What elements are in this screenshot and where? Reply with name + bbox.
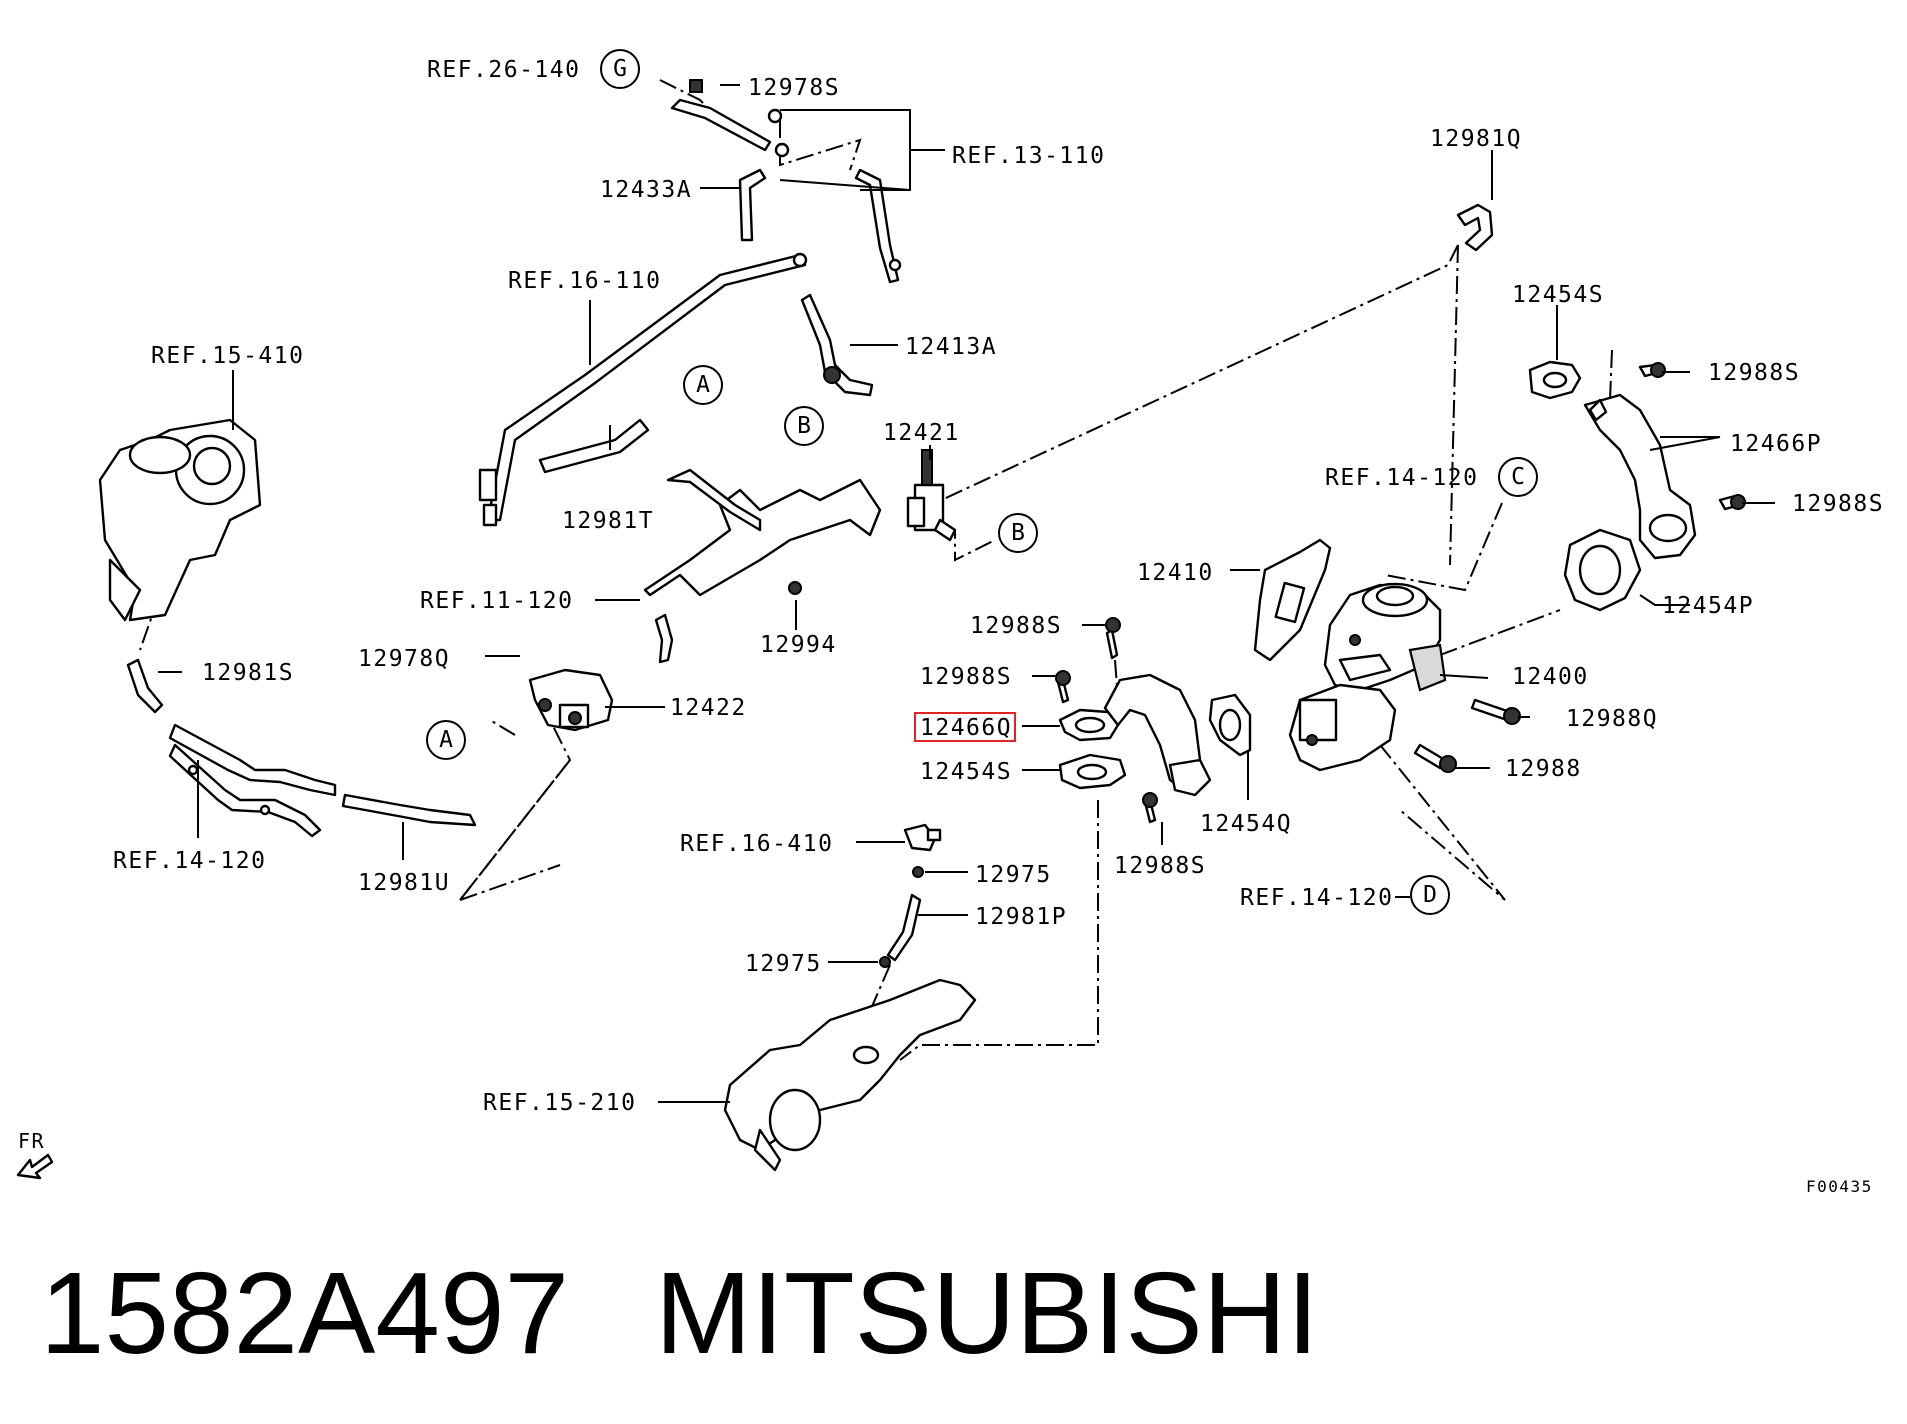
vacuum-pipe-13-110-part: [854, 168, 902, 284]
part-number: 1582A497: [40, 1248, 569, 1378]
label-ref-13-110: REF.13-110: [952, 143, 1105, 169]
label-12988S-r2: 12988S: [1792, 491, 1884, 517]
label-12978Q: 12978Q: [358, 646, 450, 672]
callout-a-lower: A: [426, 720, 466, 760]
svg-text:B: B: [1011, 520, 1025, 546]
egr-pipe-12466P-part: [1583, 393, 1697, 560]
hose-12981P-part: [879, 893, 922, 968]
hose-12981U-part: [341, 793, 477, 827]
callout-g: G: [600, 49, 640, 89]
label-ref-26-140: REF.26-140: [427, 57, 580, 83]
svg-text:G: G: [613, 56, 627, 82]
label-12988: 12988: [1505, 756, 1582, 782]
callout-c: C: [1498, 457, 1538, 497]
label-12994: 12994: [760, 632, 837, 658]
label-12981U: 12981U: [358, 870, 450, 896]
label-ref-14-120-c: REF.14-120: [1325, 465, 1478, 491]
label-12981S: 12981S: [202, 660, 294, 686]
figure-code: F00435: [1806, 1177, 1873, 1196]
dashed-connection-lines: [139, 79, 1613, 1081]
label-12422: 12422: [670, 695, 747, 721]
turbocharger-part: [98, 418, 262, 622]
gasket-12454P-part: [1563, 528, 1642, 612]
label-ref-14-120-left: REF.14-120: [113, 848, 266, 874]
label-ref-15-210: REF.15-210: [483, 1090, 636, 1116]
label-12413A: 12413A: [905, 334, 997, 360]
label-12454Q: 12454Q: [1200, 811, 1292, 837]
label-12454P: 12454P: [1662, 593, 1754, 619]
upper-pipe-part: [478, 252, 808, 527]
gasket-12454S-top-part: [1528, 360, 1582, 400]
highlight-box-12466Q: [914, 712, 1016, 742]
label-12988Q: 12988Q: [1566, 706, 1658, 732]
label-12421: 12421: [883, 420, 960, 446]
sensor-16-410-part: [903, 823, 942, 878]
label-12988S-m2: 12988S: [920, 664, 1012, 690]
solenoid-12422-part: [528, 668, 614, 732]
svg-text:B: B: [797, 413, 811, 439]
label-12466P: 12466P: [1730, 431, 1822, 457]
svg-text:A: A: [439, 727, 453, 753]
label-12978S: 12978S: [748, 75, 840, 101]
label-12400: 12400: [1512, 664, 1589, 690]
label-12410: 12410: [1137, 560, 1214, 586]
hose-12981S-part: [126, 658, 164, 714]
elbow-pipe-12466Q-part: [1058, 673, 1212, 797]
bolt-12978S-part: [670, 79, 790, 158]
label-12981P: 12981P: [975, 904, 1067, 930]
pipe-14-120-left-part: [168, 723, 337, 838]
label-ref-15-410: REF.15-410: [151, 343, 304, 369]
callout-a-upper: A: [683, 365, 723, 405]
plate-12410-part: [1253, 538, 1332, 662]
brand-name: MITSUBISHI: [654, 1248, 1319, 1378]
label-ref-16-410: REF.16-410: [680, 831, 833, 857]
hose-12981Q-part: [1456, 203, 1494, 252]
label-12988S-b: 12988S: [1114, 853, 1206, 879]
hose-12413A-part: [800, 293, 874, 397]
bracket-11-120-part: [643, 468, 882, 664]
label-12466Q: 12466Q: [920, 715, 1012, 741]
gasket-12454S-mid-part: [1058, 753, 1127, 790]
callout-b-upper: B: [784, 406, 824, 446]
bolts-12988S-right-part: [1638, 362, 1746, 511]
hose-12981T-part: [538, 418, 650, 474]
svg-text:A: A: [696, 372, 710, 398]
label-ref-16-110: REF.16-110: [508, 268, 661, 294]
label-12981T: 12981T: [562, 508, 654, 534]
label-12988S-m1: 12988S: [970, 613, 1062, 639]
intake-manifold-15-210-part: [723, 978, 977, 1172]
label-ref-11-120: REF.11-120: [420, 588, 573, 614]
svg-text:C: C: [1511, 464, 1525, 490]
label-fr: FR: [18, 1129, 45, 1153]
label-12454S-top: 12454S: [1512, 282, 1604, 308]
front-arrow-icon: [16, 1153, 54, 1180]
label-12975-a: 12975: [975, 862, 1052, 888]
bolts-12988Q-12988-part: [1413, 698, 1521, 773]
solenoid-12421-part: [906, 449, 957, 542]
svg-text:D: D: [1423, 882, 1437, 908]
callout-d: D: [1410, 875, 1450, 915]
egr-valve-12400-part: [1288, 582, 1447, 772]
leader-lines: [158, 84, 1775, 1103]
callout-b-right: B: [998, 513, 1038, 553]
label-12454S-mid: 12454S: [920, 759, 1012, 785]
label-12981Q: 12981Q: [1430, 126, 1522, 152]
bolts-12988S-mid-part: [1055, 617, 1158, 824]
label-12433A: 12433A: [600, 177, 692, 203]
label-ref-14-120-d: REF.14-120: [1240, 885, 1393, 911]
label-12975-b: 12975: [745, 951, 822, 977]
label-12988S-r1: 12988S: [1708, 360, 1800, 386]
gasket-12454Q-part: [1208, 693, 1252, 757]
hose-12433A-part: [738, 168, 767, 242]
part-labels: REF.26-140 12978S REF.13-110 12433A REF.…: [18, 57, 1884, 1196]
